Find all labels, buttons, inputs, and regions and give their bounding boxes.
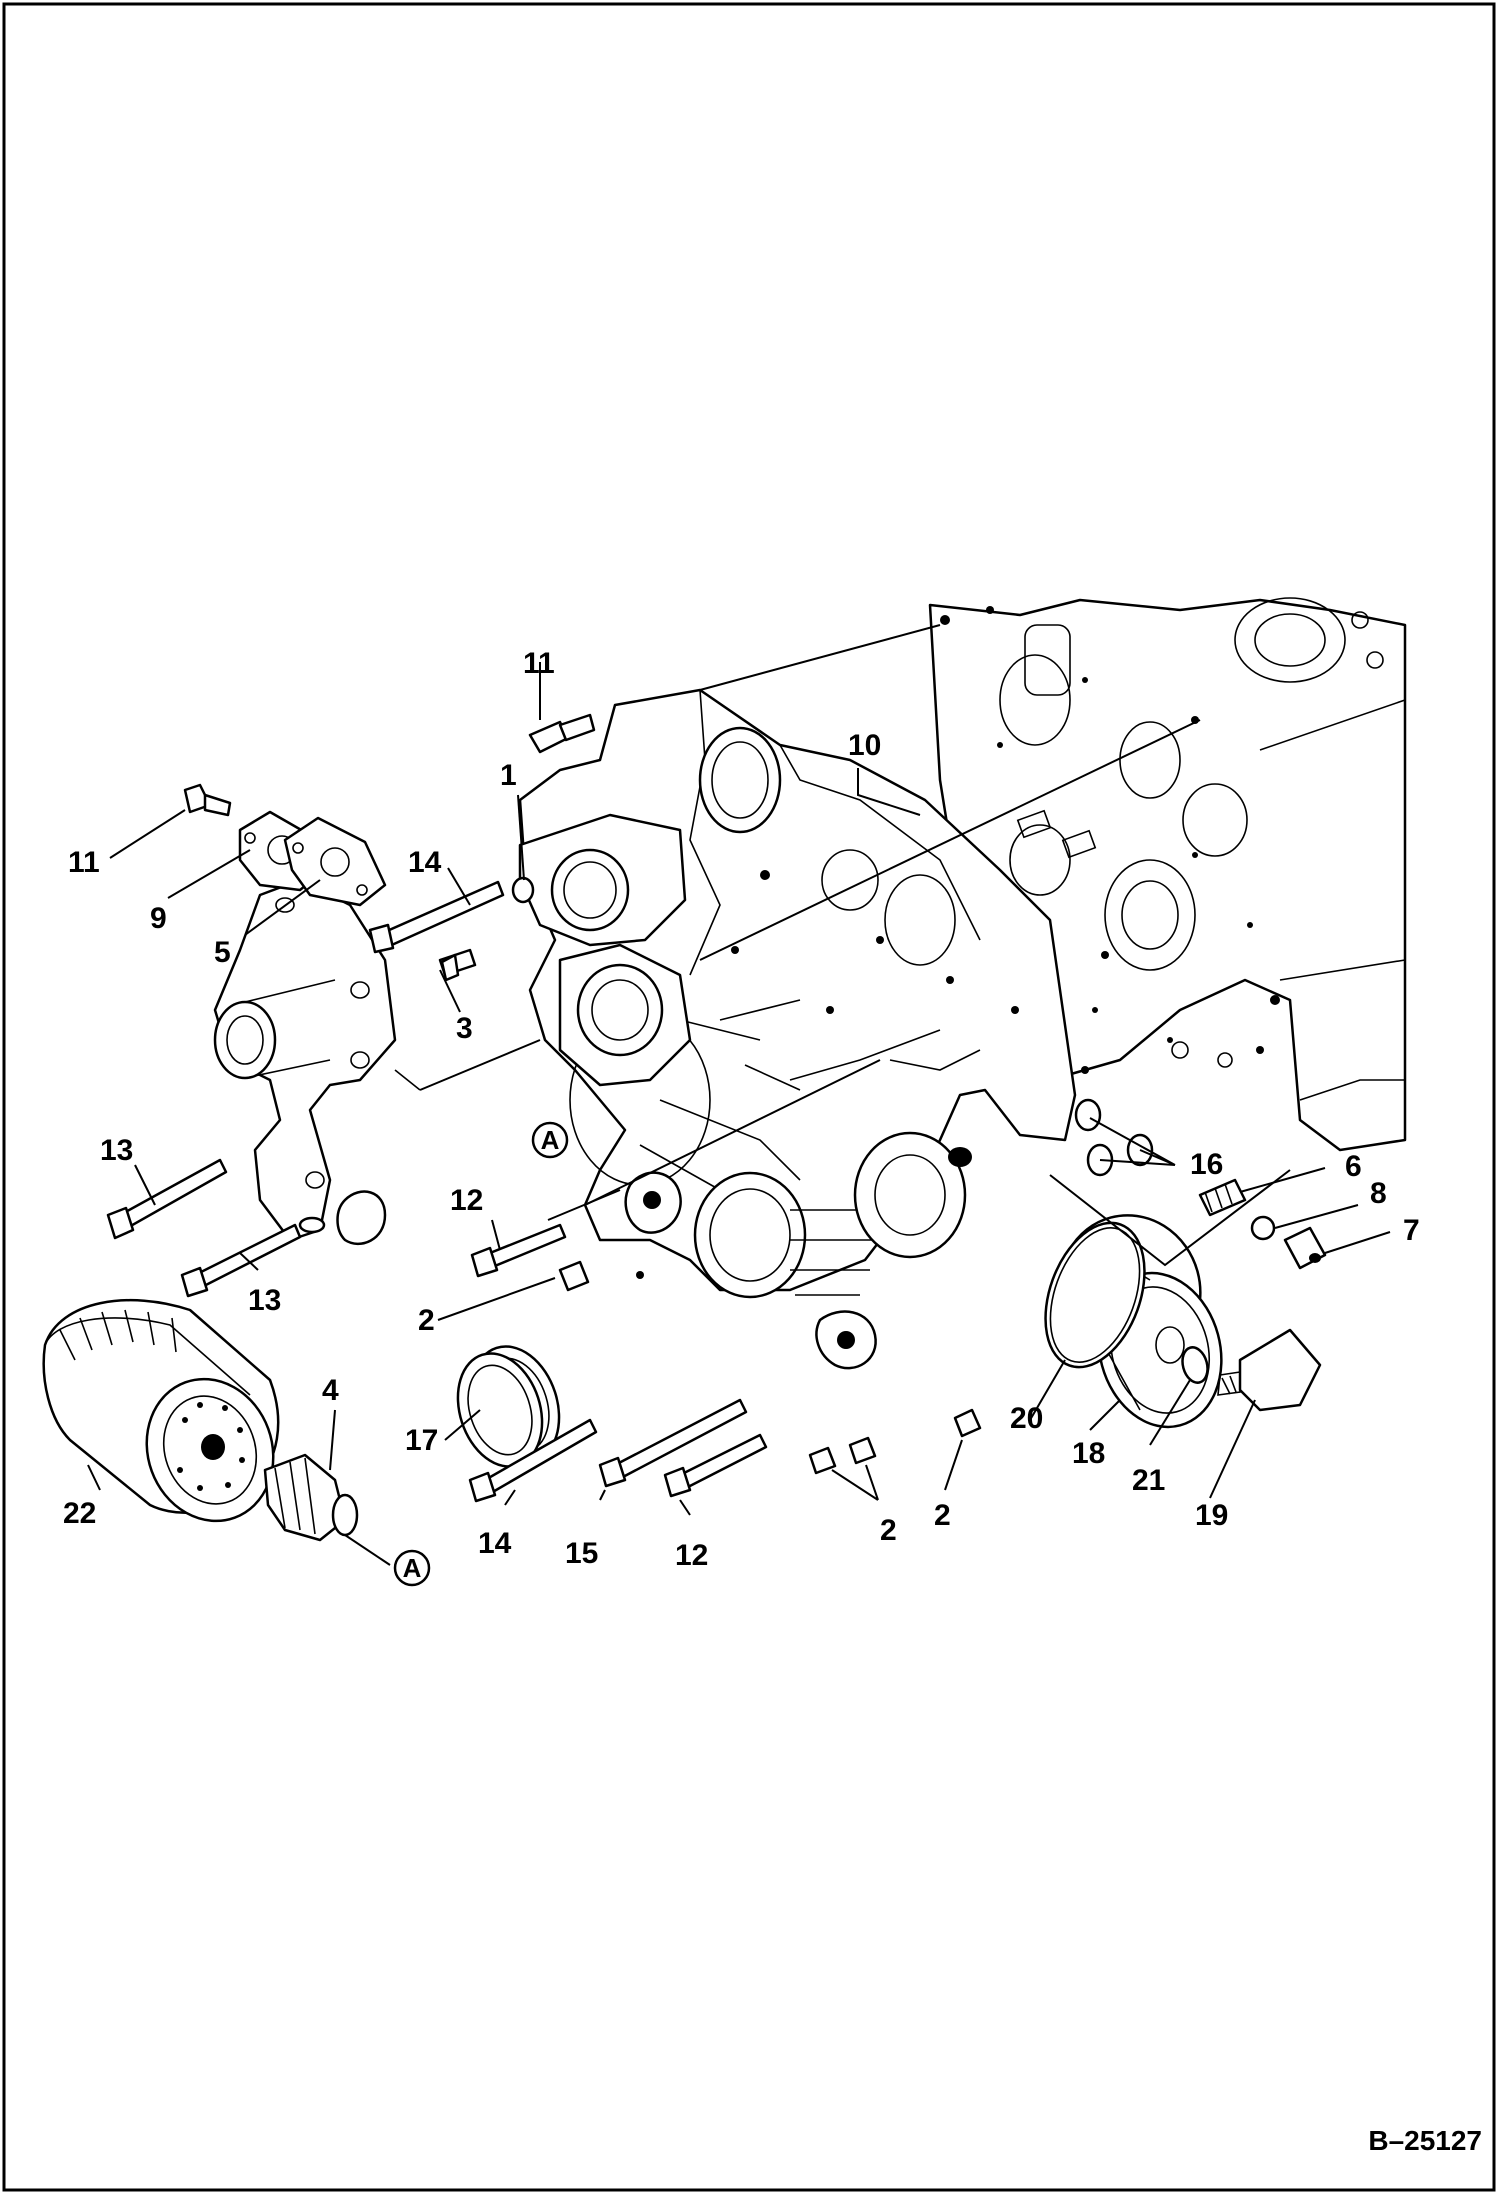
water-pump xyxy=(213,878,421,1246)
callout-8: 8 xyxy=(1370,1177,1387,1210)
document-id: B–25127 xyxy=(1368,2125,1482,2156)
callout-18: 18 xyxy=(1072,1437,1105,1470)
reference-marker-lower-label: A xyxy=(403,1553,422,1583)
callout-19: 19 xyxy=(1195,1499,1228,1532)
callout-2-middle: 2 xyxy=(880,1514,897,1547)
callout-3: 3 xyxy=(456,1012,473,1045)
callout-12-upper: 12 xyxy=(450,1184,483,1217)
callout-13-upper: 13 xyxy=(100,1134,133,1167)
callout-11-left: 11 xyxy=(68,846,100,879)
callout-12-lower: 12 xyxy=(675,1539,708,1572)
oil-filter xyxy=(42,1299,359,1542)
callout-21: 21 xyxy=(1132,1464,1165,1497)
callout-2-right: 2 xyxy=(934,1499,951,1532)
reference-marker-upper: A xyxy=(531,1121,569,1159)
callout-15: 15 xyxy=(565,1537,598,1570)
callout-6: 6 xyxy=(1345,1150,1362,1183)
gear-case xyxy=(518,688,1077,1370)
callout-2-left: 2 xyxy=(418,1304,435,1337)
callout-16: 16 xyxy=(1190,1148,1223,1181)
callout-14-lower: 14 xyxy=(478,1527,512,1560)
callout-10: 10 xyxy=(848,729,881,762)
callout-14-upper: 14 xyxy=(408,846,442,879)
leader-lines xyxy=(87,624,1391,1566)
oil-seal xyxy=(456,1345,561,1468)
fasteners xyxy=(106,713,1154,1503)
callouts: 1 2 2 2 3 4 5 6 7 8 9 10 11 11 12 12 13 … xyxy=(63,647,1420,1572)
reference-marker-lower: A xyxy=(393,1549,431,1587)
relief-valve-parts xyxy=(1198,1178,1327,1270)
callout-5: 5 xyxy=(214,936,231,969)
callout-22: 22 xyxy=(63,1497,96,1530)
gaskets xyxy=(238,810,387,907)
callout-17: 17 xyxy=(405,1424,438,1457)
callout-1: 1 xyxy=(500,759,517,792)
callout-13-lower: 13 xyxy=(248,1284,281,1317)
callout-4: 4 xyxy=(322,1374,339,1407)
pump-cover xyxy=(1044,1214,1322,1429)
callout-7: 7 xyxy=(1403,1214,1420,1247)
callout-20: 20 xyxy=(1010,1402,1043,1435)
callout-11-upper: 11 xyxy=(523,647,555,680)
reference-marker-upper-label: A xyxy=(541,1125,560,1155)
callout-9: 9 xyxy=(150,902,167,935)
